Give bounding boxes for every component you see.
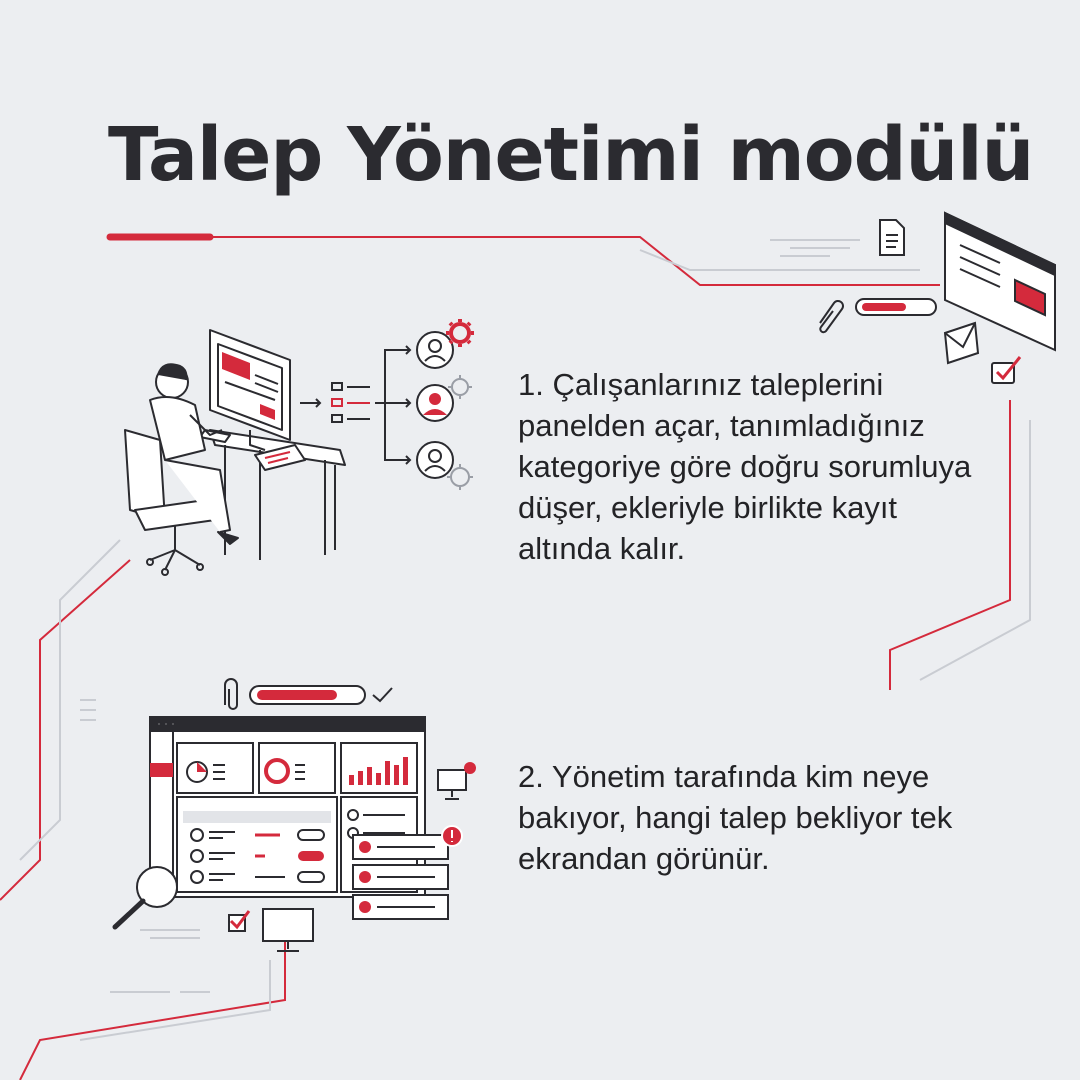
management-dashboard-illustration: [105, 675, 485, 965]
browser-window-icon: [944, 211, 1056, 352]
document-icon: [879, 219, 905, 256]
paperclip-icon: [224, 678, 238, 710]
point-2-text: 2. Yönetim tarafında kim neye bakıyor, h…: [518, 759, 953, 876]
progress-bar: [855, 298, 937, 316]
person-icon: [416, 331, 454, 369]
check-icon: [372, 687, 393, 703]
monitor-icon: [209, 329, 291, 451]
monitor-icon: [262, 908, 314, 952]
progress-bar: [249, 685, 366, 705]
gear-icon: [448, 375, 472, 399]
alert-icon: [441, 825, 463, 847]
checkbox-icon: [228, 910, 251, 932]
employee-desk-illustration: [124, 329, 346, 576]
magnifier-icon: [112, 866, 178, 930]
monitor-icon: [437, 762, 476, 800]
envelope-icon: [943, 321, 980, 365]
person-icon: [416, 384, 454, 422]
list-icon: [331, 382, 370, 423]
page-title: Talep Yönetimi modülü: [108, 112, 1034, 198]
dashboard-graphic: [112, 678, 476, 952]
bar-chart-icon: [349, 757, 408, 785]
point-1-text: 1. Çalışanlarınız taleplerini panelden a…: [518, 367, 972, 566]
routing-illustration: [300, 319, 474, 490]
checkbox-icon: [991, 356, 1022, 384]
paperclip-icon: [819, 300, 844, 334]
gear-icon: [447, 464, 473, 490]
person-icon: [416, 441, 454, 479]
gear-icon: [446, 319, 474, 347]
top-right-decoration: [819, 211, 1056, 384]
